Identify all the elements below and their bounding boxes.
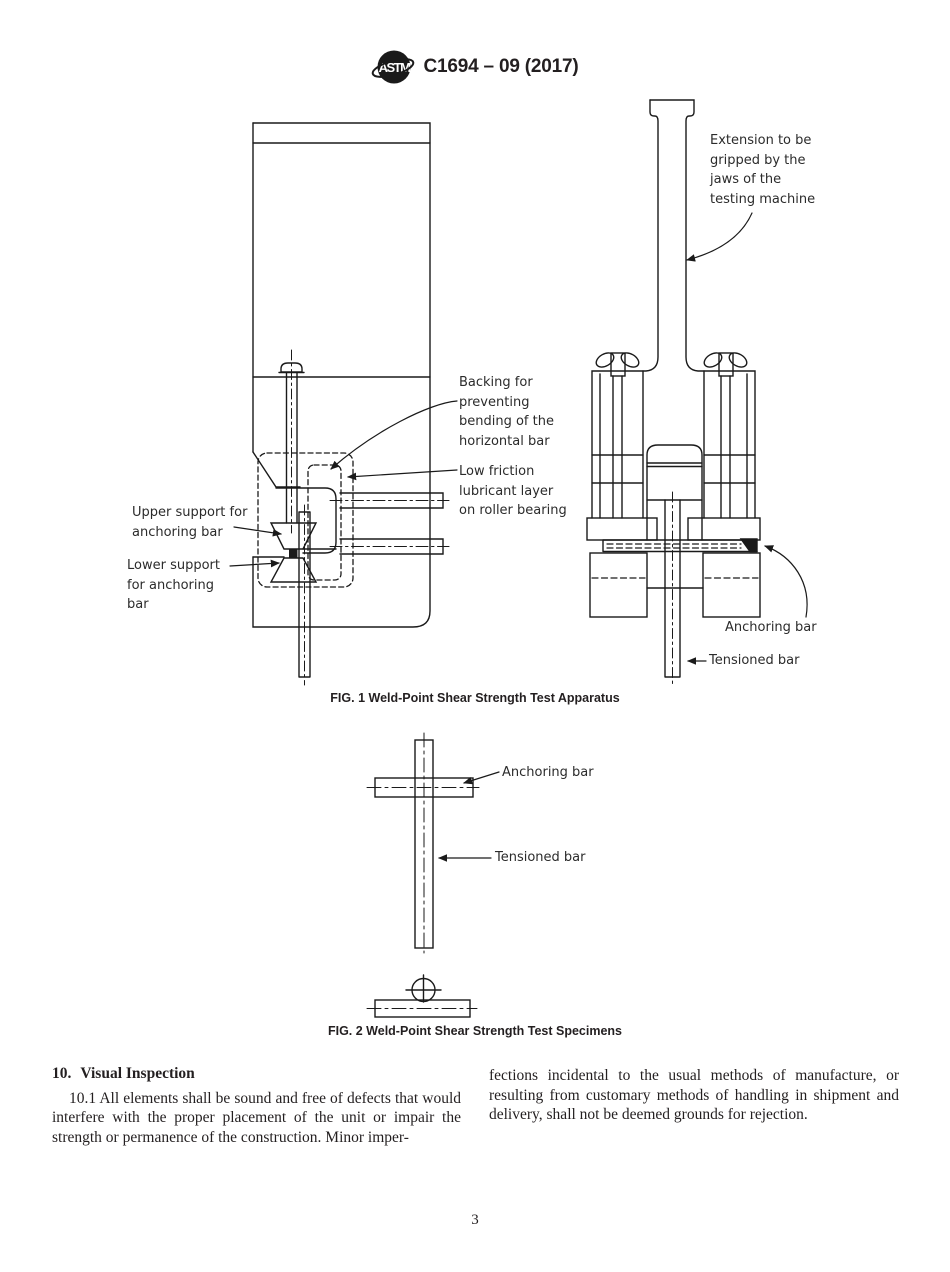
fig1-side-view — [252, 122, 450, 686]
label-lower-support: Lower support for anchoring bar — [127, 558, 220, 612]
label-anchoring-bar-fig2: Anchoring bar — [502, 765, 594, 780]
fig1-front-view — [586, 99, 761, 686]
fig2-caption: FIG. 2 Weld-Point Shear Strength Test Sp… — [327, 1024, 623, 1038]
leader-backing — [330, 400, 458, 470]
section-title: Visual Inspection — [80, 1065, 195, 1082]
standard-designation: C1694 – 09 (2017) — [423, 56, 579, 77]
paragraph-10-1-left: 10.1 All elements shall be sound and fre… — [52, 1089, 461, 1146]
body-column-right: fections incidental to the usual methods… — [489, 1066, 899, 1125]
page-number: 3 — [471, 1212, 479, 1228]
label-upper-support: Upper support for anchoring bar — [132, 505, 248, 540]
wing-nut-left — [595, 352, 640, 377]
fig2-leader-arrows — [438, 771, 500, 862]
paragraph-10-1-right: fections incidental to the usual methods… — [489, 1067, 899, 1124]
astm-logo-text: ASTM — [379, 60, 411, 75]
label-tensioned-bar: Tensioned bar — [709, 653, 800, 668]
fig2-specimen-drawing — [366, 732, 480, 1018]
leader-lower-support — [229, 559, 280, 568]
label-tensioned-bar-fig2: Tensioned bar — [495, 850, 586, 865]
section-heading: 10. Visual Inspection — [52, 1064, 461, 1084]
body-column-left: 10. Visual Inspection 10.1 All elements s… — [52, 1064, 461, 1147]
leader-low-friction — [347, 469, 458, 481]
label-low-friction: Low friction lubricant layer on roller b… — [459, 464, 567, 518]
leader-extension — [686, 212, 753, 262]
fig1-leader-arrows — [229, 212, 808, 665]
leader-anchoring-bar-2 — [463, 771, 500, 785]
fig1-caption: FIG. 1 Weld-Point Shear Strength Test Ap… — [330, 691, 620, 705]
leader-anchoring-bar — [764, 545, 808, 618]
wing-nut-right — [703, 352, 748, 377]
leader-upper-support — [233, 526, 282, 537]
label-extension: Extension to be gripped by the jaws of t… — [710, 133, 816, 207]
label-backing: Backing for preventing bending of the ho… — [459, 375, 554, 449]
label-anchoring-bar: Anchoring bar — [725, 620, 817, 635]
section-number: 10. — [52, 1065, 72, 1082]
page-header: ASTM C1694 – 09 (2017) — [0, 44, 950, 90]
astm-logo: ASTM — [372, 50, 415, 84]
